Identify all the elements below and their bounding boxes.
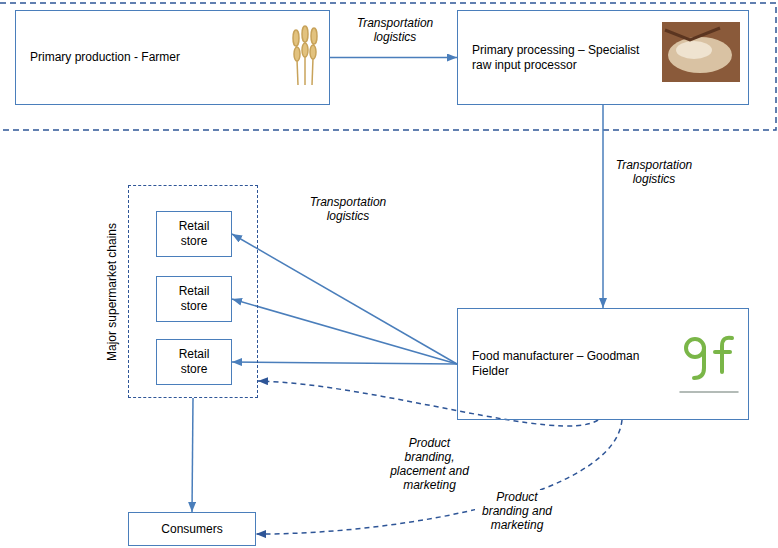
edge-label: Transportation logistics xyxy=(296,195,400,223)
arrow-connector xyxy=(232,362,457,364)
company-logo xyxy=(680,338,738,392)
arrow-connector xyxy=(192,398,193,512)
box-label: Retail store xyxy=(170,284,218,314)
process-box: Food manufacturer – Goodman Fielder xyxy=(457,308,749,420)
box-label: Retail store xyxy=(170,347,218,377)
retail-box: Retail store xyxy=(156,339,232,385)
box-label: Retail store xyxy=(170,219,218,249)
arrow-connector xyxy=(602,105,604,308)
arrow-connector xyxy=(232,234,457,364)
region-outline xyxy=(0,3,776,130)
edge-label: Product branding and marketing xyxy=(475,490,559,532)
arrow-connector xyxy=(232,299,457,364)
retail-box: Retail store xyxy=(156,276,232,322)
edge-label: Transportation logistics xyxy=(612,158,696,186)
edge-label: Product branding, placement and marketin… xyxy=(385,436,474,492)
group-heading: Major supermarket chains xyxy=(105,197,119,387)
process-box: Primary production - Farmer xyxy=(15,10,330,105)
edge-label: Transportation logistics xyxy=(343,16,447,44)
flour-photo xyxy=(662,22,740,82)
consumer-box: Consumers xyxy=(128,512,256,546)
box-label: Consumers xyxy=(161,522,222,537)
group-box: Major supermarket chainsRetail storeReta… xyxy=(128,185,258,398)
dashed-connector xyxy=(256,420,622,534)
arrow-connector xyxy=(330,57,457,59)
box-label: Primary production - Farmer xyxy=(30,50,180,65)
wheat-icon xyxy=(293,26,317,85)
retail-box: Retail store xyxy=(156,211,232,257)
process-box: Primary processing – Specialist raw inpu… xyxy=(457,10,749,105)
box-label: Primary processing – Specialist raw inpu… xyxy=(472,43,657,73)
box-label: Food manufacturer – Goodman Fielder xyxy=(472,349,657,379)
